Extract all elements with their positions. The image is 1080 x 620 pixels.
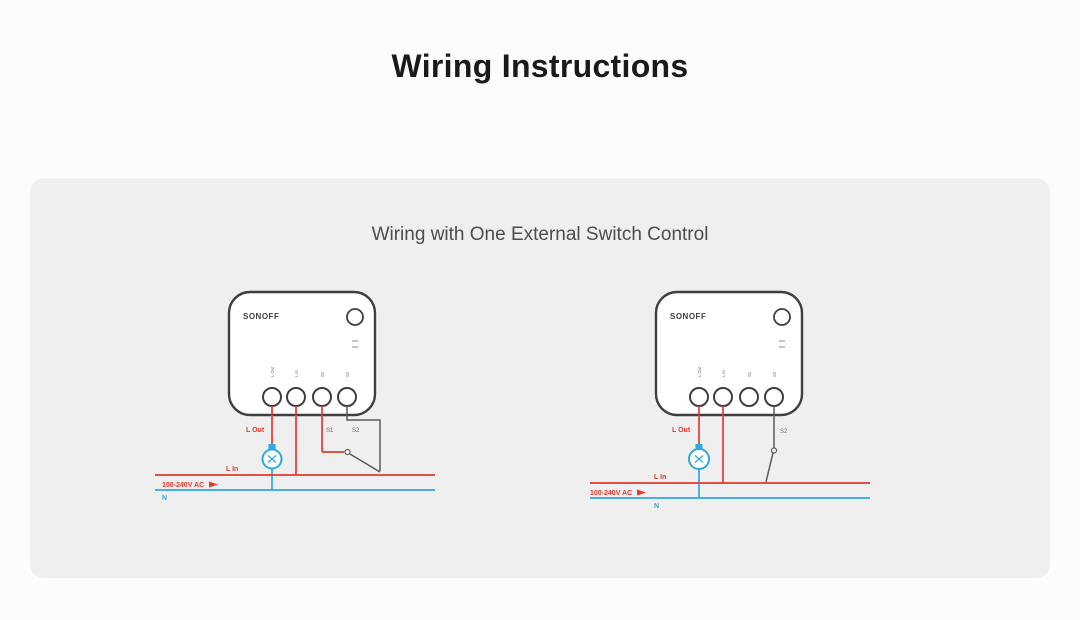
left-wire-s2 xyxy=(346,406,381,471)
external-switch-icon xyxy=(321,406,381,473)
right-label-voltage: 100-240V AC xyxy=(590,490,632,497)
bulb-icon xyxy=(261,444,283,470)
right-label-lin: L In xyxy=(654,474,666,481)
left-label-s2: S2 xyxy=(352,428,360,434)
external-switch-icon xyxy=(765,406,778,483)
left-label-voltage: 100-240V AC xyxy=(162,482,204,489)
switch-lever xyxy=(765,452,774,483)
right-diagram-wiring: L Out L In 100-240V AC N S2 xyxy=(590,406,870,510)
bulb-icon xyxy=(688,444,710,470)
left-label-lout: L Out xyxy=(246,427,265,434)
left-device xyxy=(227,290,377,417)
right-label-s2: S2 xyxy=(780,429,788,435)
voltage-arrow-icon xyxy=(209,481,218,488)
bulb-base xyxy=(695,444,703,449)
bulb-base xyxy=(268,444,276,449)
switch-contact xyxy=(770,447,778,454)
left-label-lin: L In xyxy=(226,466,238,473)
bulb-filament xyxy=(267,455,277,463)
instruction-card xyxy=(30,178,1050,578)
bulb-filament xyxy=(694,455,704,463)
left-label-neutral: N xyxy=(162,495,167,502)
page-title: Wiring Instructions xyxy=(391,48,689,84)
diagram-subtitle: Wiring with One External Switch Control xyxy=(371,224,709,245)
left-diagram-wiring: L Out L In 100-240V AC N S1 S2 xyxy=(155,406,435,502)
voltage-arrow-icon xyxy=(637,489,646,496)
left-label-s1: S1 xyxy=(326,428,334,434)
right-device xyxy=(654,290,804,417)
right-label-lout: L Out xyxy=(672,427,691,434)
right-label-neutral: N xyxy=(654,503,659,510)
switch-contact xyxy=(344,448,351,456)
switch-lever xyxy=(349,453,381,473)
